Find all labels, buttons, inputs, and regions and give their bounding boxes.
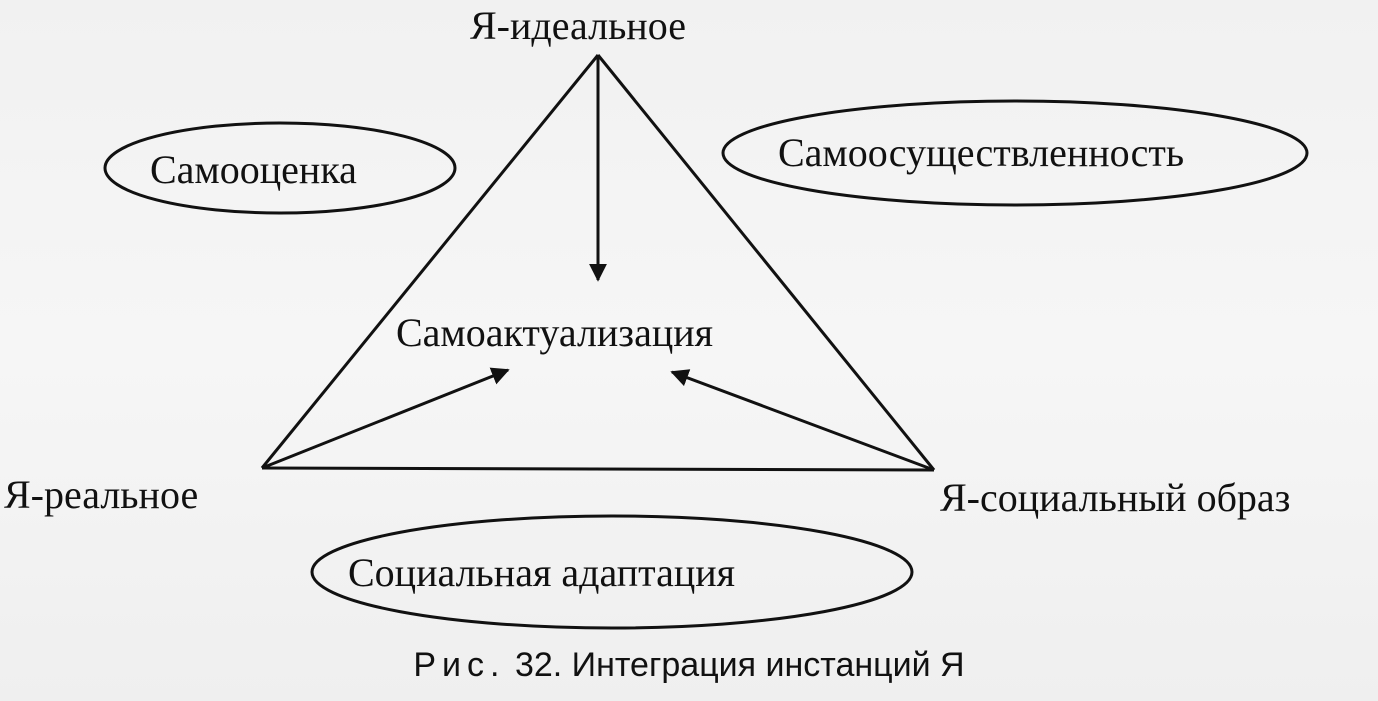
ellipse-self-esteem [103,121,457,215]
label-self-realization: Самоосуществленность [778,130,1185,175]
arrow-social-to-center [670,369,935,472]
arrow-real-to-center [261,367,510,470]
caption-prefix: Рис. [413,646,506,684]
label-self-esteem: Самооценка [150,147,357,192]
label-real-self: Я-реальное [4,472,199,517]
figure-caption: Рис. 32. Интеграция инстанций Я [0,648,1378,682]
ellipse-social-adaptation [310,514,914,630]
triangle-base-edge [261,466,935,472]
ellipse-self-realization [721,99,1309,207]
label-center-self-actualization: Самоактуализация [396,310,714,355]
label-social-image-self: Я-социальный образ [940,475,1291,520]
caption-text: Интеграция инстанций Я [571,646,965,684]
triangle-left-edge [260,54,600,469]
label-social-adaptation: Социальная адаптация [348,550,736,595]
label-ideal-self: Я-идеальное [470,3,686,48]
diagram-canvas [103,54,1309,630]
caption-number: 32. [514,646,563,684]
triangle [260,54,936,472]
triangle-right-edge [596,54,936,471]
